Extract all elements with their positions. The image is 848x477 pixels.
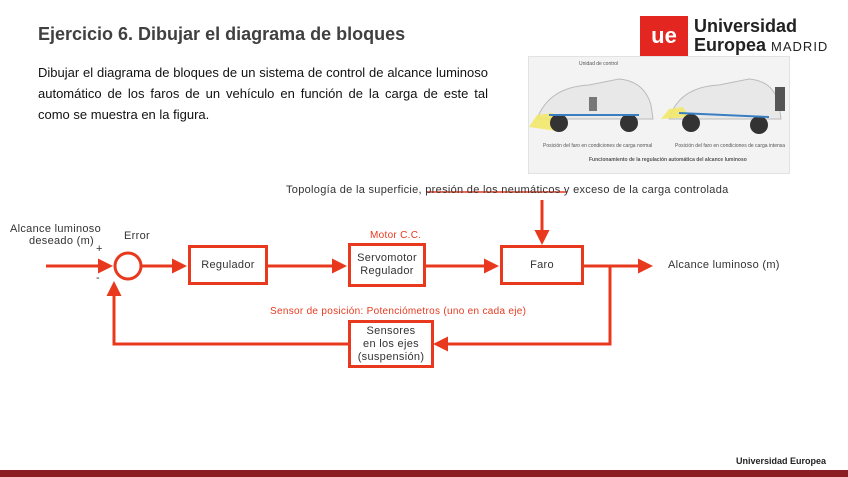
- minus-sign: -: [96, 272, 100, 284]
- caption-bottom: Funcionamiento de la regulación automáti…: [589, 157, 747, 163]
- logo-line2-main: Europea: [694, 35, 767, 55]
- block-servomotor-label: Servomotor Regulador: [357, 252, 417, 277]
- sensor-label: Sensor de posición: Potenciómetros (uno …: [270, 306, 527, 317]
- university-logo: ue Universidad Europea MADRID: [640, 16, 840, 58]
- footer-brand: Universidad Europea: [735, 456, 826, 466]
- control-unit-label: Unidad de control: [579, 61, 619, 67]
- output-label: Alcance luminoso (m): [668, 259, 780, 271]
- exercise-description: Dibujar el diagrama de bloques de un sis…: [38, 65, 488, 122]
- block-sensores: Sensores en los ejes (suspensión): [348, 320, 434, 368]
- summing-junction: [113, 251, 143, 281]
- feedback-to-junction-arrow: [106, 281, 348, 346]
- block-faro-label: Faro: [530, 258, 554, 271]
- page-title: Ejercicio 6. Dibujar el diagrama de bloq…: [38, 24, 406, 44]
- disturbance-suffix: y exceso de la carga controlada: [563, 184, 729, 196]
- car-illustration: [529, 78, 785, 134]
- disturbance-label: Topología de la superficie, presión de l…: [286, 184, 729, 196]
- logo-line2-sub: MADRID: [771, 39, 829, 54]
- input-label-line1: Alcance luminoso: [10, 223, 102, 235]
- headlight-figure: Unidad de control Posición del faro en c…: [528, 56, 790, 174]
- disturbance-struck: presión de los neumáticos: [425, 184, 561, 196]
- disturbance-prefix: Topología de la superficie,: [286, 184, 422, 196]
- caption-left: Posición del faro en condiciones de carg…: [543, 143, 653, 149]
- logo-line1: Universidad: [694, 16, 798, 36]
- logo-line2: Europea MADRID: [694, 35, 828, 56]
- block-regulador: Regulador: [188, 245, 268, 285]
- block-sensores-label: Sensores en los ejes (suspensión): [357, 324, 425, 363]
- block-servomotor: Servomotor Regulador: [348, 243, 426, 287]
- feedback-to-sensor-arrow: [433, 266, 612, 352]
- error-label: Error: [124, 230, 150, 242]
- block-faro: Faro: [500, 245, 584, 285]
- motor-label: Motor C.C.: [370, 230, 422, 241]
- input-label-line2: deseado (m): [28, 235, 94, 247]
- footer-bar: [0, 470, 848, 477]
- block-regulador-label: Regulador: [201, 258, 255, 271]
- input-label: Alcance luminoso deseado (m): [10, 223, 102, 247]
- plus-sign: +: [96, 243, 103, 255]
- ue-logo-mark: ue: [640, 16, 688, 56]
- caption-right: Posición del faro en condiciones de carg…: [675, 143, 786, 149]
